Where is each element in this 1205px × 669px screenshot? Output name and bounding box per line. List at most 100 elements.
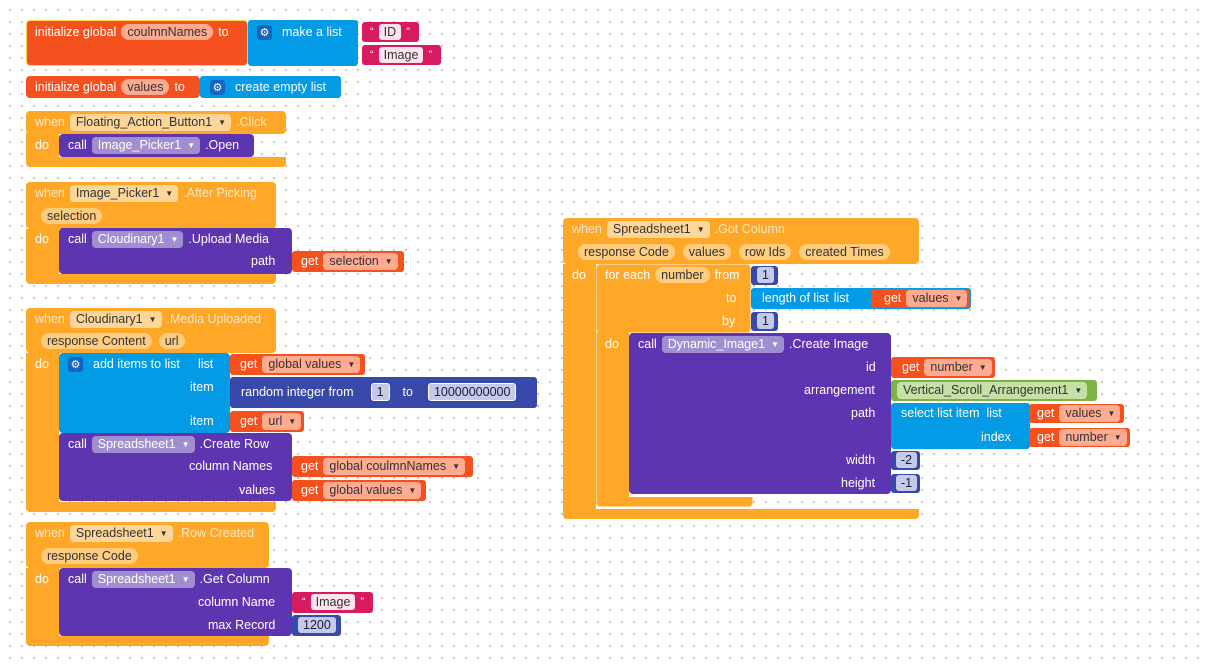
open-quote-icon: “ [370,49,374,61]
variable-dropdown[interactable]: url▼ [262,412,302,430]
to-label: to [726,291,737,305]
component-name: Spreadsheet1 [97,572,176,586]
component-dropdown[interactable]: Spreadsheet1▼ [91,570,195,588]
get-label: get [301,483,319,497]
component-name: Dynamic_Image1 [667,337,766,351]
variable-dropdown[interactable]: global values ▼ [323,481,422,499]
component-name: Spreadsheet1 [97,437,176,451]
variable-dropdown[interactable]: number▼ [1059,428,1127,446]
method-name-label: .Upload Media [188,232,270,246]
component-dropdown[interactable]: Cloudinary1▼ [91,230,184,248]
event-param-created-times[interactable]: created Times [799,244,890,260]
call-label: call [68,138,87,152]
list-socket-label: list [198,357,214,371]
component-dropdown[interactable]: Spreadsheet1▼ [91,435,195,453]
variable-name: global values [329,483,403,497]
component-dropdown[interactable]: Spreadsheet1▼ [606,220,710,238]
event-param-url[interactable]: url [158,333,185,349]
chevron-down-icon: ▼ [159,528,168,538]
variable-dropdown[interactable]: values▼ [1059,404,1121,422]
component-dropdown[interactable]: Image_Picker1▼ [91,136,201,154]
call-dynamic-image-create-image-block[interactable] [629,333,891,494]
variable-name: values [1065,406,1102,420]
chevron-down-icon: ▼ [408,485,417,495]
to-label: to [174,80,185,94]
chevron-down-icon: ▼ [148,314,157,324]
variable-dropdown[interactable]: selection ▼ [323,252,398,270]
do-label: do [35,357,49,371]
text-field-image[interactable]: Image [378,47,424,63]
event-param-response-code[interactable]: response Code [578,244,675,260]
variable-name: selection [329,254,379,268]
event-name-label: .Media Uploaded [166,312,262,326]
random-to-field[interactable]: 10000000000 [427,383,517,401]
text-field-id[interactable]: ID [378,24,402,40]
init-global-label: initialize global [35,25,117,39]
event-param-response-content[interactable]: response Content [41,333,152,349]
event-param-response-code[interactable]: response Code [41,548,138,564]
event-param-row-ids[interactable]: row Ids [738,244,792,260]
select-list-item-block[interactable] [891,403,1030,449]
variable-dropdown[interactable]: values▼ [906,289,968,307]
component-name: Cloudinary1 [97,232,165,246]
list-socket-label: list [833,291,849,305]
component-name: Floating_Action_Button1 [75,115,213,129]
number-field[interactable]: 1200 [298,617,336,633]
chevron-down-icon: ▼ [696,224,705,234]
component-dropdown[interactable]: Dynamic_Image1▼ [661,335,784,353]
component-dropdown[interactable]: Floating_Action_Button1▼ [69,113,232,131]
get-label: get [301,459,319,473]
component-dropdown[interactable]: Image_Picker1▼ [69,184,179,202]
chevron-down-icon: ▼ [165,188,174,198]
component-dropdown[interactable]: Vertical_Scroll_Arrangement1 ▼ [897,381,1088,399]
mutator-gear-icon[interactable]: ⚙ [68,356,83,372]
when-label: when [35,312,65,326]
variable-dropdown[interactable]: global coulmnNames▼ [323,457,466,475]
do-label: do [572,268,586,282]
number-field[interactable]: -2 [896,452,918,468]
init-global-label: initialize global [35,80,117,94]
index-socket-label: index [981,430,1011,444]
number-field[interactable]: 1 [757,267,774,283]
random-from-field[interactable]: 1 [370,383,390,401]
text-field-image[interactable]: Image [310,594,356,610]
global-name-field[interactable]: values [121,79,170,95]
event-param-values[interactable]: values [682,244,731,260]
length-of-list-label: length of list [762,291,829,305]
get-label: get [240,414,258,428]
component-name: Vertical_Scroll_Arrangement1 [903,383,1069,397]
variable-name: number [1065,430,1108,444]
event-param-selection[interactable]: selection [41,208,103,224]
make-a-list-label: make a list [282,25,342,39]
create-empty-list-block[interactable] [200,76,341,98]
mutator-gear-icon[interactable]: ⚙ [210,79,225,95]
method-name-label: .Create Image [788,337,869,351]
chevron-down-icon: ▼ [1074,385,1083,395]
get-label: get [902,360,920,374]
chevron-down-icon: ▼ [954,293,963,303]
variable-name: global coulmnNames [329,459,447,473]
call-label: call [638,337,657,351]
open-quote-icon: “ [370,26,374,38]
create-empty-list-label: create empty list [235,80,327,94]
add-items-to-list-block[interactable] [59,353,230,433]
path-socket-label: path [251,254,276,268]
component-name: Spreadsheet1 [75,526,154,540]
loop-variable-field[interactable]: number [655,267,710,283]
mutator-gear-icon[interactable]: ⚙ [257,24,272,40]
get-label: get [1037,430,1055,444]
random-integer-label: random integer from [241,385,354,399]
component-dropdown[interactable]: Cloudinary1▼ [69,310,162,328]
global-name-field[interactable]: coulmnNames [121,24,214,40]
number-field[interactable]: -1 [896,475,918,491]
number-field[interactable]: 1 [757,313,774,329]
component-dropdown[interactable]: Spreadsheet1 ▼ [69,524,173,542]
call-label: call [68,572,87,586]
variable-dropdown[interactable]: global values▼ [262,355,361,373]
variable-dropdown[interactable]: number▼ [924,358,992,376]
chevron-down-icon: ▼ [384,256,393,266]
close-quote-icon: ” [406,26,410,38]
do-label: do [35,138,49,152]
item-socket-label: item [190,414,214,428]
event-name-label: .After Picking [183,186,257,200]
